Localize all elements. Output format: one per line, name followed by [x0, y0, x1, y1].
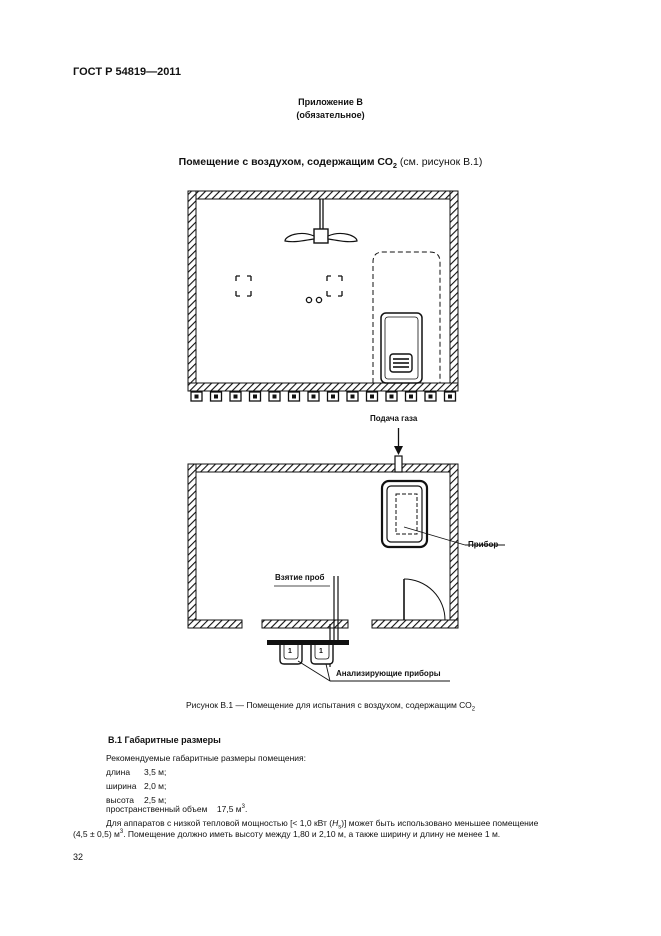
- floor-block-core: [253, 394, 257, 399]
- dim-label: ширина: [106, 781, 137, 791]
- room-plan-view: [187, 428, 505, 682]
- figure-heading-bold: Помещение с воздухом, содержащим СО: [178, 156, 393, 168]
- floor-block-core: [350, 394, 355, 399]
- dim-value: 3,5 м;: [144, 767, 167, 777]
- device-label: Прибор: [468, 540, 499, 549]
- dim-row-volume: пространственный объем 17,5 м3.: [106, 804, 247, 814]
- floor-block-core: [389, 394, 394, 399]
- gas-supply-pipe: [394, 428, 403, 473]
- p1-h: H: [332, 818, 339, 828]
- dim-row-width: ширина 2,0 м;: [106, 781, 166, 791]
- paragraph-line-2: (4,5 ± 0,5) м3. Помещение должно иметь в…: [73, 829, 500, 839]
- volume-label: пространственный объем: [106, 804, 208, 814]
- dim-value: 2,5 м;: [144, 795, 167, 805]
- figure-heading-sub: 2: [392, 161, 398, 171]
- p2-sup: 3: [119, 829, 124, 836]
- sensor-dot: [315, 296, 323, 304]
- section-intro: Рекомендуемые габаритные размеры помещен…: [106, 753, 306, 763]
- document-header: ГОСТ Р 54819—2011: [73, 66, 181, 78]
- p1-hsub: s: [338, 824, 342, 831]
- volume-value: 17,5 м: [216, 804, 242, 814]
- dim-label: длина: [106, 767, 131, 777]
- page-number: 32: [73, 852, 84, 862]
- floor-block-core: [370, 394, 374, 399]
- volume-sup: 3: [241, 804, 245, 811]
- floor-supports: [190, 391, 457, 402]
- gas-supply-label: Подача газа: [370, 414, 418, 423]
- floor-block-core: [214, 394, 218, 399]
- p1-b: )] может быть использовано меньшее помещ…: [341, 818, 539, 828]
- floor-block-core: [409, 394, 413, 399]
- room-elevation-view: [187, 190, 459, 402]
- sensor-dot: [305, 296, 313, 304]
- floor-block-core: [331, 394, 335, 399]
- sensor-right: [326, 275, 343, 297]
- figure-caption: Рисунок В.1 — Помещение для испытания с …: [0, 700, 661, 713]
- section-title: В.1 Габаритные размеры: [108, 735, 221, 745]
- appendix-title: Приложение В: [298, 97, 363, 107]
- volume-end: .: [244, 804, 248, 814]
- p2-b: . Помещение должно иметь высоту между 1,…: [123, 829, 501, 839]
- floor-block-core: [233, 394, 238, 399]
- ceiling-fan: [284, 199, 358, 244]
- figure-caption-sub: 2: [471, 706, 476, 713]
- appliance-plan: [380, 479, 505, 549]
- paragraph-line-1: Для аппаратов с низкой тепловой мощность…: [106, 818, 538, 831]
- appliance-front: [380, 312, 423, 384]
- figure-heading-ref: (см. рисунок В.1): [397, 156, 483, 168]
- analyzers-label: Анализирующие приборы: [336, 669, 441, 678]
- dim-row-length: длина 3,5 м;: [106, 767, 166, 777]
- sensor-left: [235, 275, 252, 297]
- sampling-label: Взятие проб: [275, 573, 325, 582]
- floor-block-core: [428, 394, 433, 399]
- analyzer-mark: 1: [319, 648, 323, 655]
- appliance-enclosure: [372, 251, 441, 383]
- floor-block-core: [292, 394, 296, 399]
- analyzer-mark: 1: [288, 648, 292, 655]
- door: [403, 578, 446, 621]
- floor-block-core: [194, 394, 199, 399]
- dim-label: высота: [106, 795, 135, 805]
- floor-block-core: [311, 394, 316, 399]
- floor-block-core: [272, 394, 277, 399]
- figure-heading: Помещение с воздухом, содержащим СО2 (см…: [0, 156, 661, 170]
- p2-a: (4,5 ± 0,5) м: [73, 829, 120, 839]
- figure-caption-text: Рисунок В.1 — Помещение для испытания с …: [185, 700, 472, 710]
- dim-value: 2,0 м;: [144, 781, 167, 791]
- dim-row-height: высота 2,5 м;: [106, 795, 166, 805]
- floor-block-core: [448, 394, 452, 399]
- appendix-status: (обязательное): [296, 110, 365, 120]
- p1-a: Для аппаратов с низкой тепловой мощность…: [106, 818, 333, 828]
- analyzers: [267, 640, 450, 682]
